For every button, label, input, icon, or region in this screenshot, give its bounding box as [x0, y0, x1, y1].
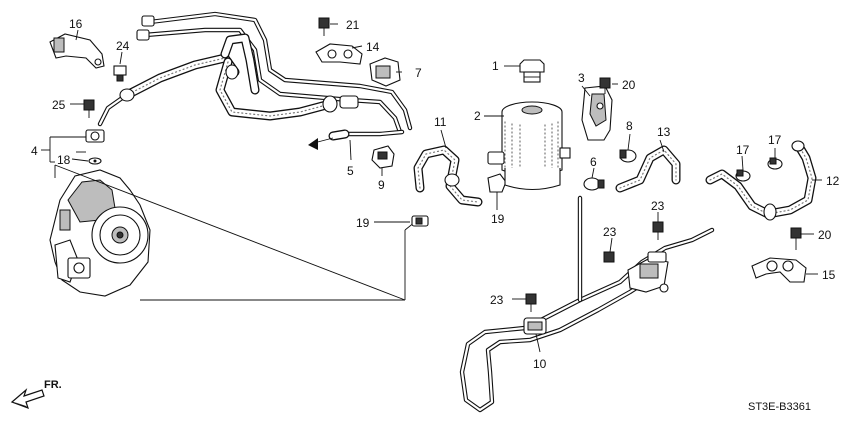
callout-16: 16 [69, 17, 83, 31]
clip-19-lower [411, 215, 429, 227]
callout-1: 1 [492, 59, 499, 73]
hose-clamp [322, 95, 338, 113]
callout-25: 25 [52, 98, 66, 112]
bolt-25 [83, 99, 95, 118]
return-pipe-5 [308, 129, 350, 150]
callout-18: 18 [57, 153, 71, 167]
callout-17a: 17 [736, 143, 750, 157]
clip-9 [371, 145, 395, 169]
diagram-code: ST3E-B3361 [748, 401, 811, 413]
callout-6: 6 [590, 155, 597, 169]
hose-11 [413, 145, 483, 207]
clamp-15 [751, 257, 807, 283]
callout-4: 4 [31, 144, 38, 158]
bolt-23-mid [603, 251, 615, 263]
power-steering-pump [49, 169, 151, 297]
callout-23c: 23 [490, 293, 504, 307]
callout-3: 3 [578, 71, 585, 85]
pipe-bundle-upper [136, 11, 413, 137]
front-arrow-icon [10, 388, 45, 410]
bolt-21 [318, 17, 330, 36]
bracket-3 [581, 85, 613, 141]
callout-24: 24 [116, 39, 130, 53]
callout-8: 8 [626, 119, 633, 133]
callout-23b: 23 [603, 225, 617, 239]
bolt-22 [599, 77, 611, 94]
callout-14: 14 [366, 40, 380, 54]
callout-15: 15 [822, 268, 836, 282]
pipe-end-fitting [141, 15, 155, 27]
hose-clamp [763, 203, 777, 221]
pipe-assembly-10 [459, 195, 715, 413]
high-pressure-hose [97, 33, 359, 127]
front-direction-indicator: FR. [10, 379, 62, 410]
callout-2: 2 [474, 109, 481, 123]
hose-12 [705, 140, 817, 221]
bolt-24 [113, 65, 127, 82]
clamp-14 [315, 43, 363, 65]
reservoir-2 [487, 101, 571, 191]
banjo-fitting-4 [85, 129, 105, 165]
bracket-7 [369, 57, 401, 87]
callout-21: 21 [346, 18, 360, 32]
callout-13: 13 [657, 125, 671, 139]
callouts: 16 24 25 4 18 21 14 7 5 9 19 11 19 1 2 3… [31, 17, 840, 371]
hose-clamp [444, 173, 460, 187]
callout-19b: 19 [491, 212, 505, 226]
hose-clamp-17a [735, 169, 751, 182]
hose-13 [615, 145, 681, 193]
hose-clamp-17b [767, 157, 783, 170]
callout-5: 5 [347, 164, 354, 178]
clip-19-upper [487, 173, 507, 193]
front-label: FR. [44, 379, 62, 391]
callout-22: 20 [622, 78, 636, 92]
bolt-23-top [652, 221, 664, 240]
callout-20: 20 [818, 228, 832, 242]
leader-lines [41, 23, 822, 353]
callout-11: 11 [434, 115, 447, 129]
callout-10: 10 [533, 357, 547, 371]
callout-17b: 17 [768, 133, 782, 147]
callout-7: 7 [415, 66, 422, 80]
bracket-16 [49, 33, 105, 69]
arrow-icon [308, 138, 318, 150]
hose-clamp-8 [619, 149, 637, 163]
bolt-23-bottom [525, 293, 537, 312]
bolt-20 [790, 227, 802, 250]
callout-19a: 19 [356, 216, 370, 230]
pipe-end-fitting [136, 29, 150, 41]
callout-12: 12 [826, 174, 840, 188]
reservoir-cap-1 [519, 59, 545, 83]
callout-23a: 23 [651, 199, 665, 213]
callout-9: 9 [378, 178, 385, 192]
hose-clamp-6 [583, 177, 605, 191]
